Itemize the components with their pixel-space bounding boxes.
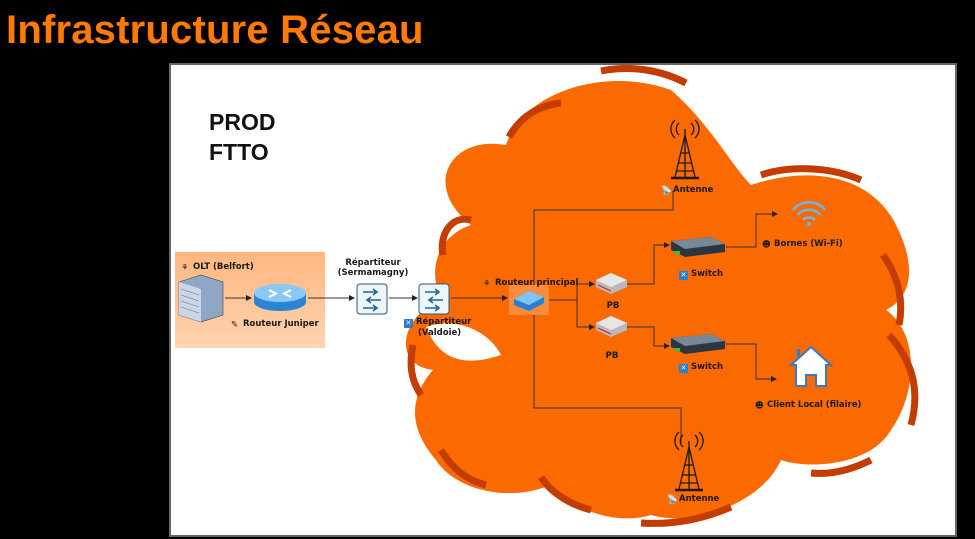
environment-line-2: FTTO xyxy=(209,139,269,165)
wifi-icon xyxy=(791,201,827,226)
node-client[interactable]: ☻Client Local (filaire) xyxy=(755,400,862,411)
node-olt-label: OLT (Belfort) xyxy=(193,262,254,272)
satellite-icon: 📡 xyxy=(661,186,672,196)
node-switch2[interactable]: ✕Switch xyxy=(679,362,723,373)
node-rep-valdoie-label-2: (Valdoie) xyxy=(418,328,462,338)
node-rep-sermamagny-label-1: Répartiteur xyxy=(345,258,401,268)
node-switch1-label: Switch xyxy=(691,269,724,279)
node-rep-valdoie-label-1: Répartiteur xyxy=(416,317,472,327)
node-routeur-principal-label: Routeur principal xyxy=(495,278,579,288)
node-antenne-bottom[interactable]: 📡Antenne xyxy=(667,494,720,505)
node-switch1[interactable]: ✕Switch xyxy=(679,269,723,280)
network-icon: ⚘ xyxy=(483,279,491,289)
olt-server-icon xyxy=(178,274,224,323)
switch-small-icon: ✕ xyxy=(679,364,688,373)
node-juniper[interactable]: ✎ Routeur Juniper xyxy=(231,319,319,330)
node-olt[interactable]: ⚘ OLT (Belfort) xyxy=(181,262,254,273)
node-routeur-principal[interactable]: ⚘ Routeur principal xyxy=(483,278,579,289)
user-laptop-icon: ☻ xyxy=(762,240,771,250)
connectors xyxy=(225,191,778,443)
rep-valdoie-icon xyxy=(418,283,450,315)
house-icon xyxy=(788,345,834,387)
user-laptop-icon: ☻ xyxy=(755,401,764,411)
switch2-icon xyxy=(671,334,725,354)
switch1-icon xyxy=(671,237,725,257)
node-rep-sermamagny-label-2: (Sermamagny) xyxy=(337,268,409,278)
node-antenne-top[interactable]: 📡Antenne xyxy=(661,185,714,196)
routeur-principal-icon xyxy=(509,285,549,315)
rep-sermamagny-icon xyxy=(356,283,388,315)
node-client-label: Client Local (filaire) xyxy=(767,400,862,410)
diagram-canvas: PROD FTTO ⚘ OLT (Belfort) ✎ Routeur Junipe… xyxy=(169,63,957,537)
pen-icon: ✎ xyxy=(231,320,239,330)
environment-label: PROD FTTO xyxy=(209,107,275,167)
node-pb2[interactable]: PB xyxy=(605,351,619,361)
node-pb1[interactable]: PB xyxy=(606,301,620,311)
node-bornes[interactable]: ☻Bornes (Wi-Fi) xyxy=(762,239,843,250)
node-juniper-label: Routeur Juniper xyxy=(243,319,319,329)
pb1-icon xyxy=(596,273,627,294)
node-rep-sermamagny[interactable]: Répartiteur (Sermamagny) xyxy=(338,258,409,278)
pb2-icon xyxy=(596,316,627,337)
node-switch2-label: Switch xyxy=(691,362,724,372)
network-icon: ⚘ xyxy=(181,263,189,273)
satellite-icon: 📡 xyxy=(667,495,678,505)
juniper-router-icon xyxy=(254,284,306,311)
node-antenne-top-label: Antenne xyxy=(673,185,714,195)
patch-icon: ✕ xyxy=(404,319,413,328)
node-rep-valdoie[interactable]: ✕Répartiteur (Valdoie) xyxy=(404,317,471,338)
diagram-svg xyxy=(175,65,919,527)
node-bornes-label: Bornes (Wi-Fi) xyxy=(774,239,843,249)
network-cloud xyxy=(405,65,919,527)
page-title: Infrastructure Réseau xyxy=(6,8,424,52)
environment-line-1: PROD xyxy=(209,109,276,135)
switch-small-icon: ✕ xyxy=(679,271,688,280)
antenna-bottom-icon xyxy=(674,431,704,492)
antenna-top-icon xyxy=(670,119,700,180)
node-antenne-bottom-label: Antenne xyxy=(679,494,720,504)
